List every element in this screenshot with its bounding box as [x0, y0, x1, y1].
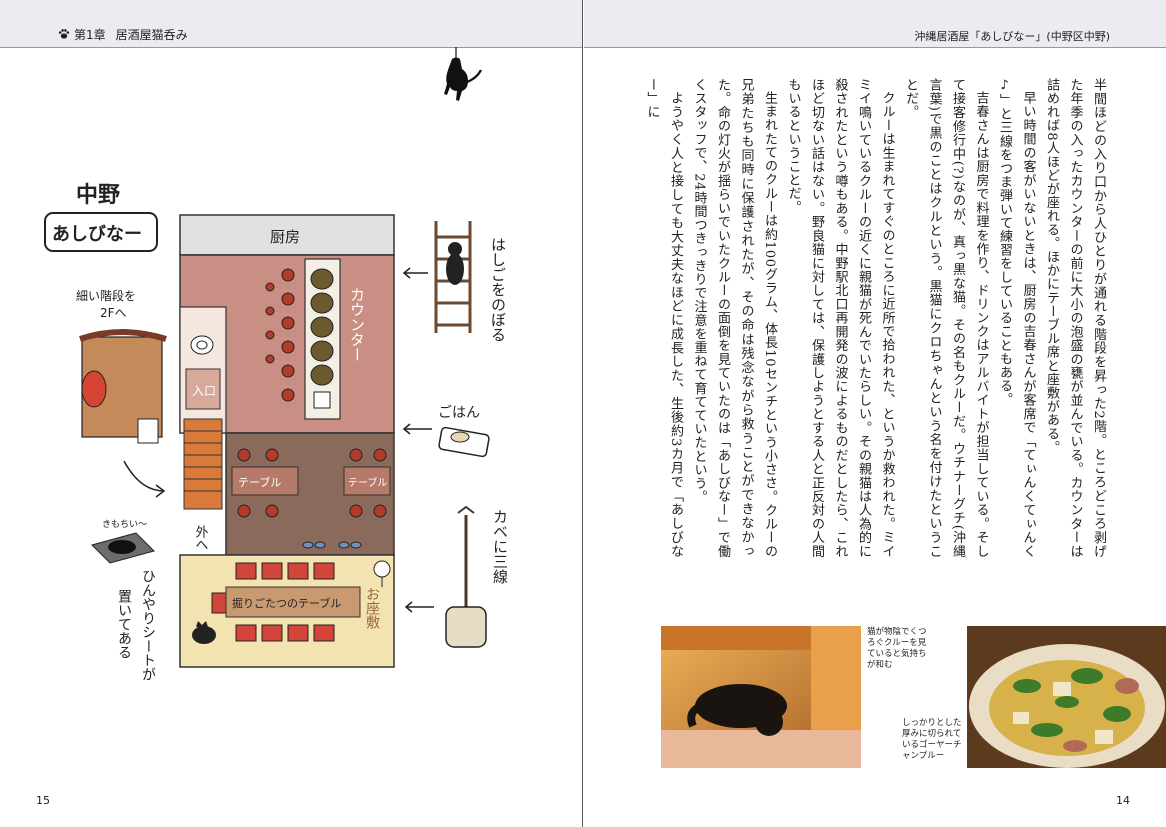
table-1-label: テーブル: [238, 475, 281, 489]
paragraph: 生まれたてのクルーは約100グラム、体長10センチという小ささ。クルーの兄弟たち…: [691, 78, 778, 558]
entrance-label: 入口: [192, 384, 216, 398]
table-2: [343, 466, 391, 496]
arrow-sanshin: [404, 601, 434, 613]
paragraph: 早い時間の客がいないときは、厨房の吉春さんが客席で「てぃんくてぃんく♪」と三線を…: [997, 78, 1036, 558]
arrow-gohan: [402, 423, 432, 435]
stairs-note-1: 細い階段を: [76, 288, 136, 303]
ozashiki-label: お座敷: [364, 587, 380, 629]
out-label: 外へ: [193, 525, 209, 551]
table-stools: [237, 448, 387, 518]
shop-name-box: [44, 212, 158, 252]
sanshin-note: カベに三線: [491, 509, 509, 584]
folio-left: 15: [36, 794, 50, 807]
food-bowl-icon: [438, 426, 490, 458]
sanshin-icon: [445, 505, 487, 648]
awamori-jars: [310, 268, 334, 409]
paragraph: 半間ほどの入り口から人ひとりが通れる階段を昇った2階。ところどころ剥げた年季の入…: [1044, 78, 1106, 558]
chapter-title: 居酒屋猫呑み: [115, 28, 188, 42]
cat-photo-image: [661, 626, 861, 768]
toilet-icon: [190, 335, 214, 355]
header-band-left: [0, 0, 582, 48]
food-photo-image: [967, 626, 1166, 768]
fan-icon: [373, 560, 391, 587]
shoes-icon: [302, 541, 362, 549]
zabuton-cushions: [211, 562, 335, 642]
cat-photo: [661, 626, 861, 768]
folio-right: 14: [1116, 794, 1130, 807]
kimochii-label: きもちい〜: [102, 519, 147, 530]
hanging-cat-icon: [444, 47, 482, 101]
chapter-label: 第1章: [74, 28, 106, 42]
paragraph: 吉春さんは厨房で料理を作り、ドリンクはアルバイトが担当している。そして接客修行中…: [903, 78, 989, 558]
map-shop-label: あしびなー: [52, 224, 142, 245]
chapter-heading: 第1章居酒屋猫呑み: [58, 26, 198, 43]
counter-label: カウンター: [348, 287, 366, 362]
sheet-note-2: 置いてある: [116, 589, 132, 659]
stairs-note-2: 2Fへ: [100, 306, 127, 320]
entrance-door: [185, 368, 221, 410]
sheet-note-1: ひんやりシートが: [140, 569, 156, 681]
ladder-note: はしごをのぼる: [489, 237, 507, 342]
kitchen-area: [179, 214, 395, 256]
running-head: 沖縄居酒屋「あしびなー」(中野区中野): [914, 30, 1110, 43]
horigotatsu-table: [225, 586, 361, 618]
zashiki-cat-icon: [192, 621, 216, 644]
table-1: [231, 466, 299, 496]
paragraph: ようやく人と接しても大丈夫なほどに成長した、生後約3カ月で「あしびなー」に: [644, 78, 684, 558]
stairs: [183, 418, 223, 510]
counter-stools: [265, 268, 295, 402]
left-page: 第1章居酒屋猫呑み 中野 あしびなー 厨房 カウンター: [0, 0, 583, 827]
body-text: 半間ほどの入り口から人ひとりが通れる階段を昇った2階。ところどころ剥げた年季の入…: [640, 78, 1110, 558]
arrow-stairs: [123, 460, 166, 498]
right-page: 沖縄居酒屋「あしびなー」(中野区中野) 半間ほどの入り口から人ひとりが通れる階段…: [584, 0, 1166, 827]
cool-sheet-cat-icon: [91, 532, 155, 564]
shop-floor-map: 中野 あしびなー 厨房 カウンター 入口: [44, 47, 509, 681]
food-photo-caption: しっかりとした厚みに切られているゴーヤーチャンプルー: [902, 718, 962, 761]
cat-photo-caption: 猫が物陰でくつろぐクルーを見ていると気持ちが和む: [867, 627, 927, 670]
gohan-label: ごはん: [438, 405, 480, 421]
food-photo: [967, 626, 1166, 768]
climbing-cat-icon: [446, 242, 464, 285]
horigotatsu-label: 掘りごたつのテーブル: [232, 596, 341, 610]
header-band-right: [584, 0, 1166, 48]
arrow-ladder: [402, 267, 428, 279]
map-area-label: 中野: [76, 183, 120, 208]
table-2-label: テーブル: [348, 476, 387, 489]
paragraph: クルーは生まれてすぐのところに近所で拾われた、というか救われた。ミイミイ鳴いてい…: [785, 78, 895, 558]
building-entrance-icon: [79, 329, 167, 444]
paw-icon: [58, 29, 70, 39]
kitchen-label: 厨房: [270, 228, 300, 246]
